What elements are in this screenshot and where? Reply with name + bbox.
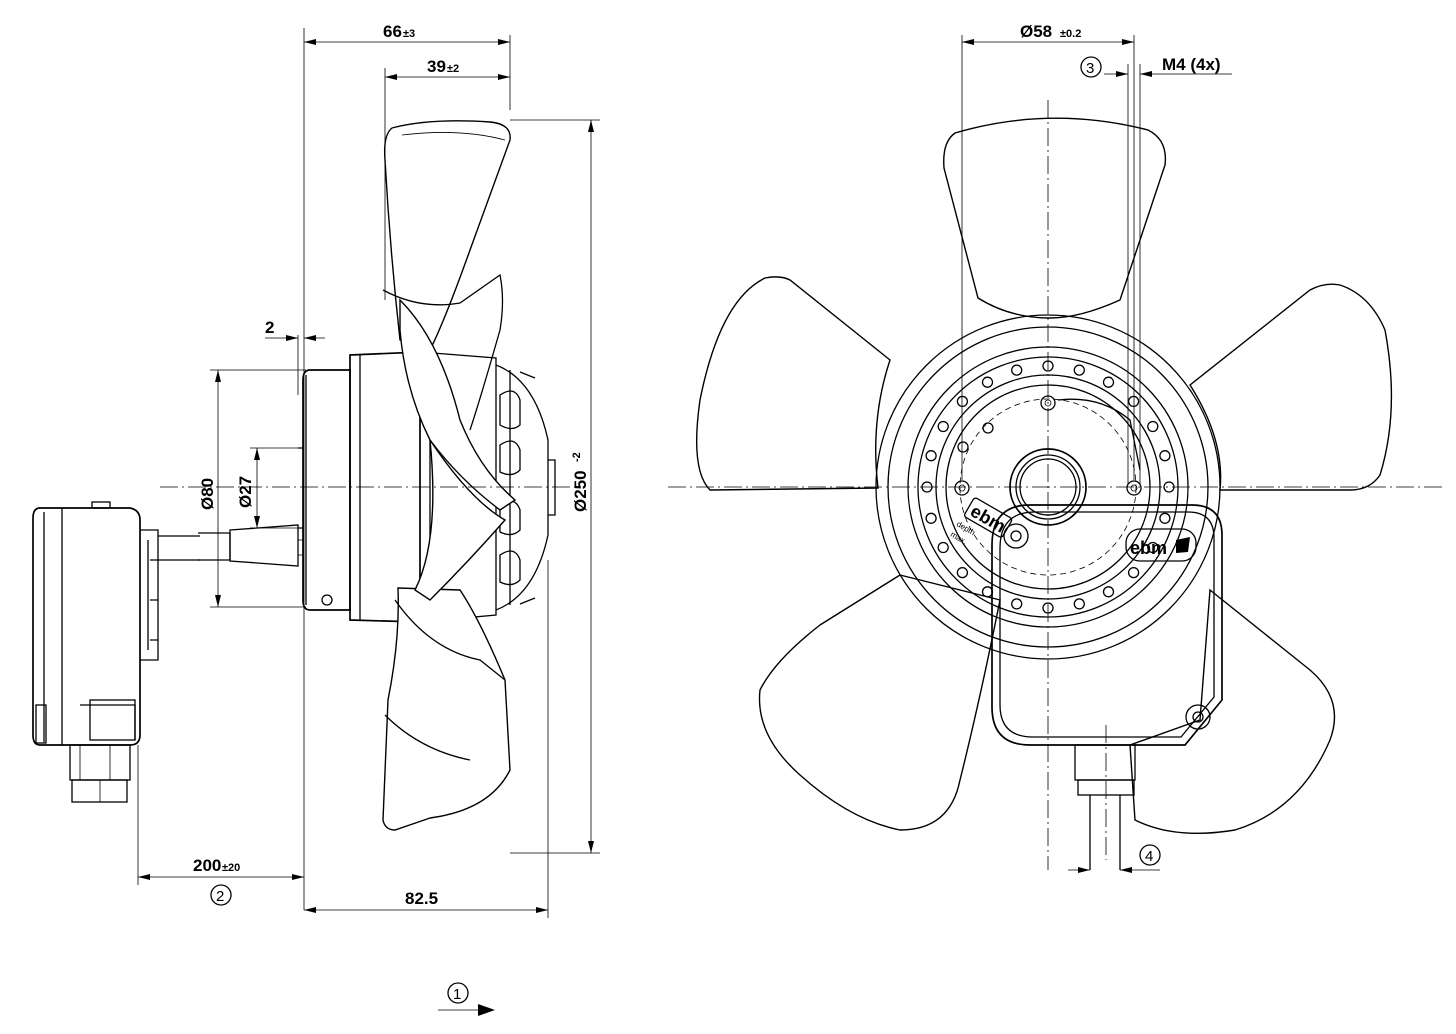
svg-text:2: 2 — [265, 318, 274, 337]
dimension-lines — [137, 28, 1232, 1016]
ring-hole — [1102, 586, 1115, 598]
svg-text:1: 1 — [453, 986, 461, 1003]
ring-hole — [925, 450, 937, 462]
mounting-screws — [954, 395, 1142, 496]
ring-hole — [1102, 376, 1115, 388]
blade-left — [696, 276, 891, 491]
svg-text:-2: -2 — [571, 452, 583, 462]
svg-text:M4 (4x): M4 (4x) — [1162, 55, 1221, 74]
cable-gland — [1074, 744, 1136, 870]
blade-bottom-right — [1129, 588, 1336, 835]
ring-hole — [981, 586, 994, 598]
svg-text:Ø250: Ø250 — [571, 470, 590, 512]
svg-text:66: 66 — [383, 22, 402, 41]
ring-hole — [937, 541, 949, 554]
terminal-box-front[interactable]: ebm — [991, 504, 1223, 746]
ring-hole — [1127, 566, 1140, 579]
blade-top — [943, 117, 1167, 319]
ring-hole — [1073, 364, 1085, 376]
callout-4: 4 — [1139, 844, 1161, 866]
fan-front-view: ebm depth max. ebm — [696, 117, 1393, 870]
svg-text:Ø80: Ø80 — [198, 478, 217, 510]
svg-text:±2: ±2 — [447, 63, 459, 75]
callout-3: 3 — [1080, 56, 1102, 78]
svg-text:3: 3 — [1086, 60, 1094, 77]
svg-text:4: 4 — [1145, 848, 1153, 865]
svg-text:200: 200 — [193, 856, 221, 875]
callout-2: 2 — [210, 884, 232, 906]
svg-text:Ø27: Ø27 — [236, 476, 255, 508]
ring-hole — [981, 376, 994, 388]
ring-hole — [1011, 364, 1023, 376]
ring-hole — [937, 420, 949, 433]
terminal-box-side — [32, 501, 200, 803]
svg-text:82.5: 82.5 — [405, 889, 438, 908]
ring-hole — [1011, 598, 1023, 610]
svg-text:±0.2: ±0.2 — [1060, 28, 1081, 40]
blade-bottom-left — [758, 574, 1001, 831]
ring-hole — [1073, 598, 1085, 610]
ring-hole — [1147, 541, 1159, 554]
svg-text:±3: ±3 — [403, 28, 415, 40]
svg-text:39: 39 — [427, 57, 446, 76]
ring-hole — [1159, 512, 1171, 524]
svg-text:ebm: ebm — [1130, 538, 1167, 558]
blade-right — [1189, 283, 1393, 491]
svg-text:±20: ±20 — [222, 862, 240, 874]
callout-1: 1 — [447, 982, 469, 1004]
svg-text:Ø58: Ø58 — [1020, 22, 1052, 41]
ring-hole — [925, 512, 937, 524]
ring-hole — [956, 566, 969, 579]
ring-hole — [1147, 420, 1159, 433]
fan-side-view — [198, 120, 556, 831]
ring-hole — [1159, 450, 1171, 462]
svg-text:2: 2 — [216, 888, 224, 905]
dimension-labels: 66 ±3 39 ±2 2 Ø80 Ø27 Ø250 -2 200 ±20 82… — [193, 22, 1221, 908]
